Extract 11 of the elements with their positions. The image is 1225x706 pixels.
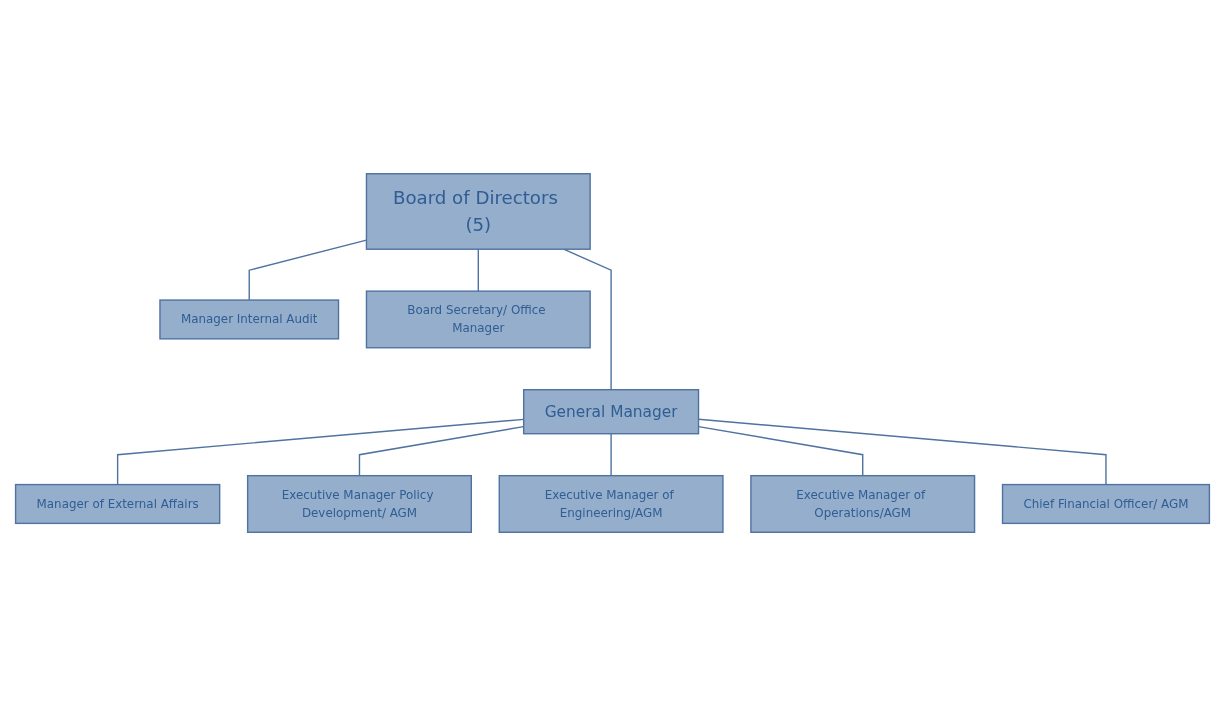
node-box: Board of Directors (5) — [365, 173, 591, 250]
node-box: Manager of External Affairs — [14, 483, 221, 525]
node-box: Executive Manager of Engineering/AGM — [498, 474, 724, 533]
connector — [610, 433, 612, 477]
node-box: Board Secretary/ Office Manager — [365, 290, 591, 349]
node-box: Manager Internal Audit — [159, 299, 340, 340]
connector — [477, 248, 479, 292]
node-box: Executive Manager of Operations/AGM — [750, 474, 976, 533]
node-box: Executive Manager Policy Development/ AGM — [246, 474, 472, 533]
node-box: Chief Financial Officer/ AGM — [1001, 483, 1211, 525]
node-box: General Manager — [522, 389, 700, 435]
